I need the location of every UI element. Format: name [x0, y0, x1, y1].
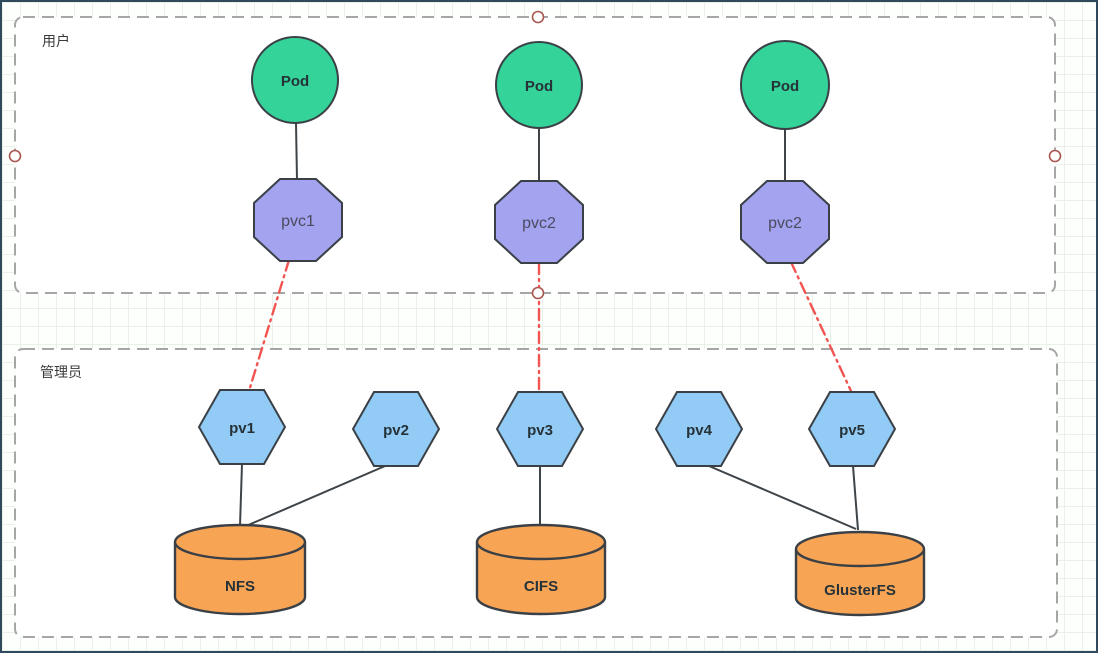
- cylinder-body[interactable]: [794, 549, 926, 617]
- node-pvc2-middle[interactable]: pvc2: [494, 180, 584, 264]
- pv-label: pv3: [527, 422, 553, 439]
- node-pod-2[interactable]: Pod: [495, 41, 583, 129]
- storage-label: CIFS: [524, 578, 558, 595]
- pv-label: pv5: [839, 422, 865, 439]
- pv-hexagon[interactable]: [654, 391, 744, 467]
- edge-pv1-nfs[interactable]: [239, 463, 243, 527]
- cylinder-top[interactable]: [173, 523, 307, 561]
- pv-hexagon[interactable]: [197, 389, 287, 465]
- storage-label: NFS: [225, 578, 255, 595]
- selection-handle-right[interactable]: [1048, 149, 1062, 163]
- cylinder-body[interactable]: [173, 542, 307, 616]
- pod-label: Pod: [771, 78, 799, 95]
- cylinder-top[interactable]: [794, 530, 926, 568]
- selection-handle-top[interactable]: [531, 10, 545, 24]
- pvc-label: pvc2: [768, 215, 802, 232]
- node-pv1[interactable]: pv1: [197, 389, 287, 465]
- node-pv5[interactable]: pv5: [807, 391, 897, 467]
- edge-pvc1-pv1[interactable]: [247, 258, 291, 393]
- pvc-octagon[interactable]: [740, 180, 830, 264]
- selection-handle-left[interactable]: [8, 149, 22, 163]
- pvc-label: pvc2: [522, 215, 556, 232]
- node-storage-nfs[interactable]: NFS: [173, 523, 307, 616]
- pv-label: pv4: [686, 422, 713, 439]
- edge-pv4-glusterfs[interactable]: [701, 462, 857, 530]
- cylinder-top[interactable]: [475, 523, 607, 561]
- pv-hexagon[interactable]: [495, 391, 585, 467]
- node-pod-3[interactable]: Pod: [740, 40, 830, 130]
- edge-pv5-glusterfs[interactable]: [852, 465, 859, 531]
- pv-label: pv2: [383, 422, 409, 439]
- pod-label: Pod: [525, 78, 553, 95]
- selection-handle-bottom[interactable]: [531, 286, 545, 300]
- storage-label: GlusterFS: [824, 582, 896, 599]
- pod-circle[interactable]: [740, 40, 830, 130]
- node-pvc2-right[interactable]: pvc2: [740, 180, 830, 264]
- pv-label: pv1: [229, 420, 255, 437]
- admin-group-label: 管理员: [40, 364, 82, 380]
- edge-pv2-nfs[interactable]: [245, 462, 393, 527]
- node-pv4[interactable]: pv4: [654, 391, 744, 467]
- edge-pvc2-pv5[interactable]: [789, 260, 853, 393]
- node-pvc1[interactable]: pvc1: [253, 178, 343, 262]
- pvc-octagon[interactable]: [494, 180, 584, 264]
- pv-hexagon[interactable]: [807, 391, 897, 467]
- pod-circle[interactable]: [251, 36, 339, 124]
- node-pod-1[interactable]: Pod: [251, 36, 339, 124]
- edge-pod1-pvc1[interactable]: [295, 122, 298, 181]
- pvc-octagon[interactable]: [253, 178, 343, 262]
- node-pv3[interactable]: pv3: [495, 391, 585, 467]
- cylinder-body[interactable]: [475, 542, 607, 616]
- node-pv2[interactable]: pv2: [351, 391, 441, 467]
- pod-label: Pod: [281, 73, 309, 90]
- pod-circle[interactable]: [495, 41, 583, 129]
- pv-hexagon[interactable]: [351, 391, 441, 467]
- user-group-label: 用户: [42, 33, 70, 49]
- pvc-label: pvc1: [281, 213, 315, 230]
- node-storage-cifs[interactable]: CIFS: [475, 523, 607, 616]
- node-storage-glusterfs[interactable]: GlusterFS: [794, 530, 926, 617]
